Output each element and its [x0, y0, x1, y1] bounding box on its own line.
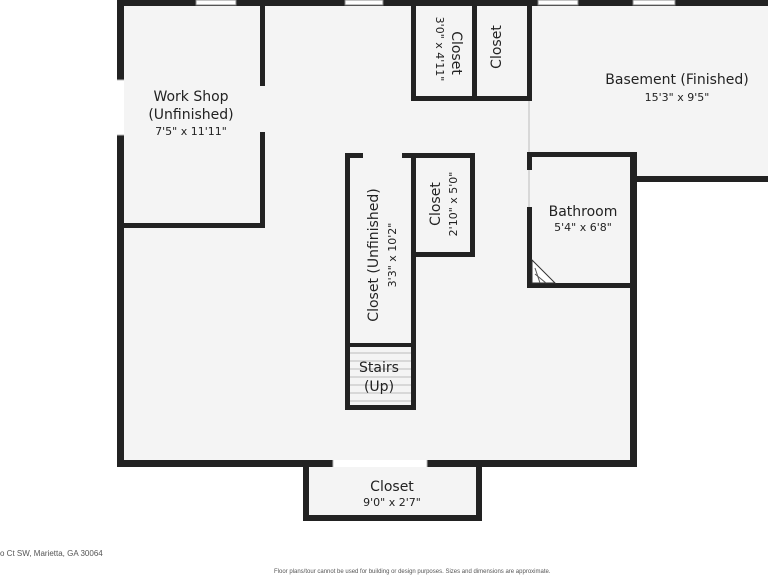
door-openings [117, 79, 530, 467]
closet-unfinished-dims: 3'3" x 10'2" [386, 223, 399, 288]
closet-bottom-name: Closet [370, 479, 414, 495]
stairs-name-line2: (Up) [364, 379, 394, 395]
closet-top-left-name: Closet [448, 31, 464, 75]
interior-walls [120, 0, 637, 410]
closet-middle-dims: 2'10" x 5'0" [447, 172, 460, 237]
disclaimer-text: Floor plans/tour cannot be used for buil… [274, 569, 551, 575]
stairs-name-line1: Stairs [359, 360, 399, 376]
closet-top-right-name: Closet [489, 25, 505, 69]
bathroom-name: Bathroom [549, 204, 618, 220]
bathroom-dims: 5'4" x 6'8" [554, 221, 612, 234]
closet-unfinished-name: Closet (Unfinished) [366, 188, 382, 321]
stairs-treads [350, 352, 411, 402]
basement-name: Basement (Finished) [605, 72, 748, 88]
closet-bottom-dims: 9'0" x 2'7" [363, 496, 421, 509]
basement-dims: 15'3" x 9'5" [645, 91, 710, 104]
room-labels: Work Shop (Unfinished) 7'5" x 11'11" Bas… [148, 17, 748, 509]
shower-corner [531, 258, 557, 284]
workshop-name-line2: (Unfinished) [148, 107, 233, 123]
closet-bottom-floor [306, 464, 479, 518]
address-text: o Ct SW, Marietta, GA 30064 [0, 549, 103, 558]
workshop-name-line1: Work Shop [153, 89, 228, 105]
windows [195, 0, 676, 6]
floor-fill [120, 0, 768, 518]
workshop-dims: 7'5" x 11'11" [155, 125, 227, 138]
closet-middle-name: Closet [428, 182, 444, 226]
main-floor [120, 0, 768, 464]
closet-top-left-dims: 3'0" x 4'11" [433, 17, 446, 82]
